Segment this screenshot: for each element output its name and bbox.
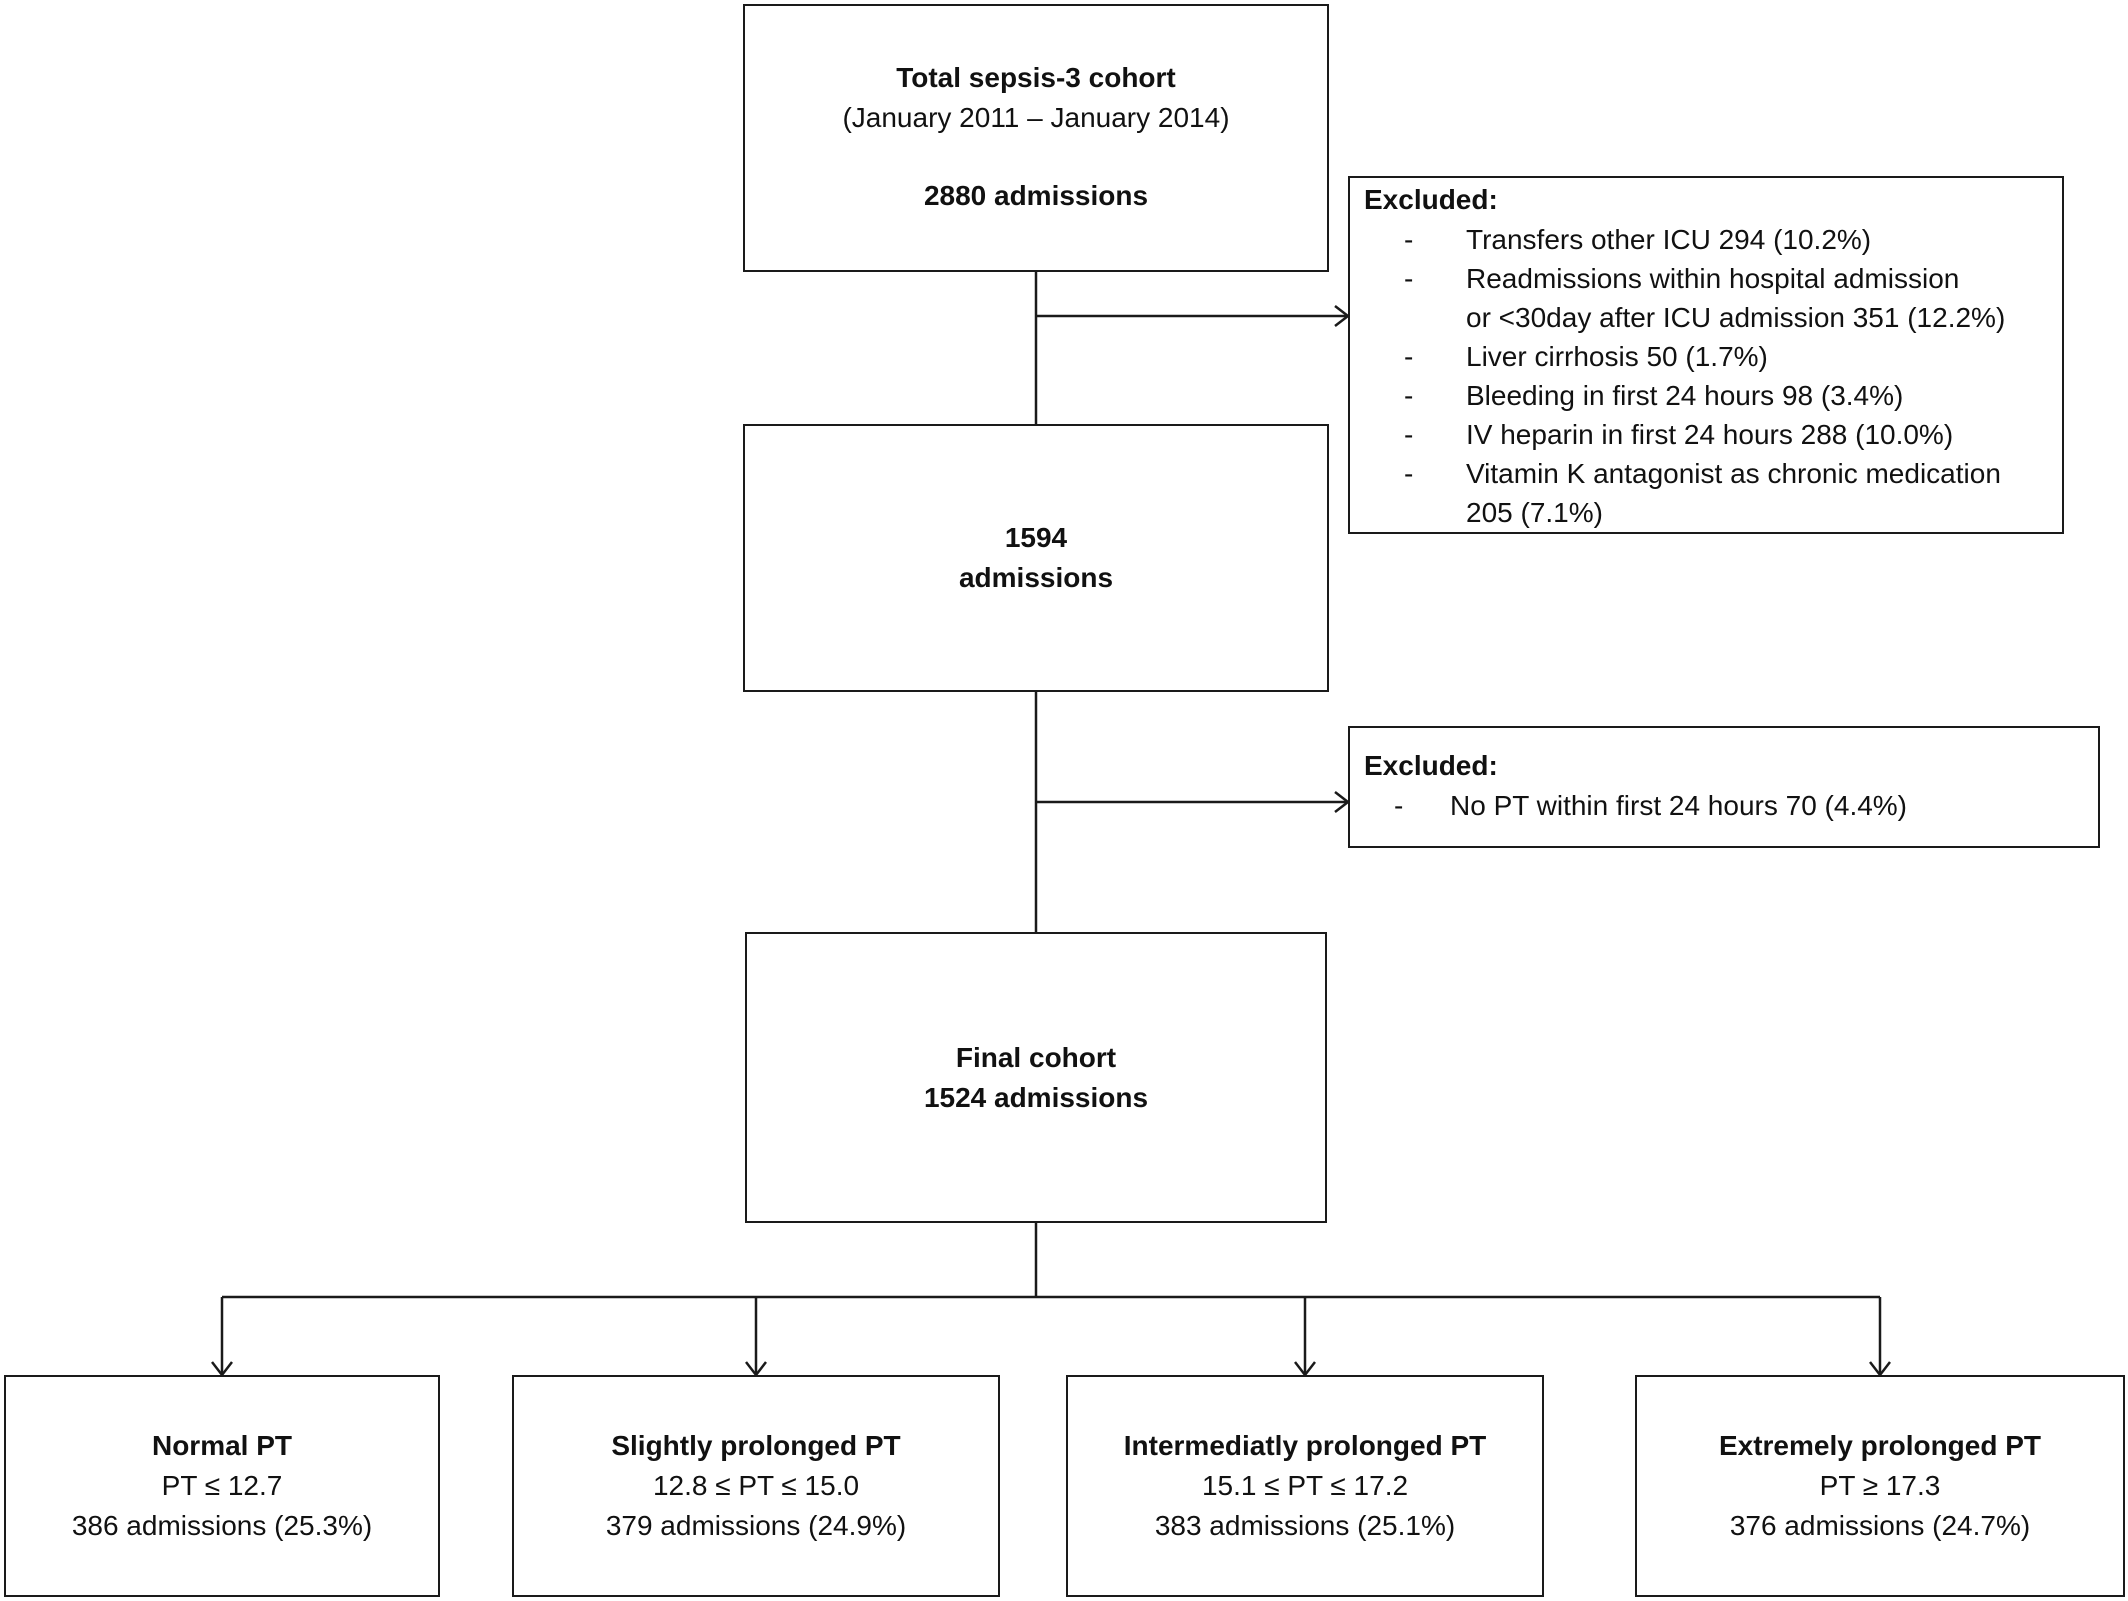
exclusion-2-title: Excluded: [1364,750,1498,781]
exclusion-1-item-text: IV heparin in first 24 hours 288 (10.0%) [1466,419,1954,450]
group-title: Intermediatly prolonged PT [1123,1430,1487,1461]
exclusion-1-item-text: Liver cirrhosis 50 (1.7%) [1466,341,1768,372]
group-count: 386 admissions (25.3%) [71,1510,373,1541]
list-bullet: - [1394,790,1404,821]
exclusion-1-item-text: Bleeding in first 24 hours 98 (3.4%) [1466,380,1904,411]
exclusion-1-item: - Readmissions within hospital admission [1364,259,2048,298]
exclusion-2-item-text: No PT within first 24 hours 70 (4.4%) [1450,790,1908,821]
exclusion-1-item-text: or <30day after ICU admission 351 (12.2%… [1466,302,2006,333]
group-range: PT ≤ 12.7 [161,1470,283,1501]
exclusion-1-item-text: Transfers other ICU 294 (10.2%) [1466,224,1872,255]
intermediate-cohort-count: 1594 [1004,522,1068,553]
list-bullet: - [1404,341,1414,372]
exclusion-1-title: Excluded: [1364,184,1498,215]
group-count: 379 admissions (24.9%) [605,1510,907,1541]
total-cohort-count: 2880 admissions [923,180,1149,211]
group-box-intermediately-prolonged: Intermediatly prolonged PT 15.1 ≤ PT ≤ 1… [1066,1375,1544,1597]
group-range: 15.1 ≤ PT ≤ 17.2 [1201,1470,1409,1501]
exclusion-1-item: 205 (7.1%) [1364,493,2048,532]
group-count: 383 admissions (25.1%) [1154,1510,1456,1541]
group-range: PT ≥ 17.3 [1819,1470,1941,1501]
list-bullet: - [1404,380,1414,411]
total-cohort-box: Total sepsis-3 cohort (January 2011 – Ja… [743,4,1329,272]
exclusion-1-item: or <30day after ICU admission 351 (12.2%… [1364,298,2048,337]
group-title: Normal PT [151,1430,293,1461]
exclusion-1-item: - Vitamin K antagonist as chronic medica… [1364,454,2048,493]
exclusion-1-item: - Transfers other ICU 294 (10.2%) [1364,220,2048,259]
exclusion-box-2: Excluded: - No PT within first 24 hours … [1348,726,2100,848]
group-box-normal: Normal PT PT ≤ 12.7 386 admissions (25.3… [4,1375,440,1597]
group-box-slightly-prolonged: Slightly prolonged PT 12.8 ≤ PT ≤ 15.0 3… [512,1375,1000,1597]
exclusion-box-1: Excluded: - Transfers other ICU 294 (10.… [1348,176,2064,534]
group-title: Extremely prolonged PT [1718,1430,2042,1461]
list-bullet: - [1404,458,1414,489]
exclusion-1-item-text: Vitamin K antagonist as chronic medicati… [1466,458,2001,489]
final-cohort-box: Final cohort 1524 admissions [745,932,1327,1223]
final-cohort-title: Final cohort [955,1041,1117,1073]
group-count: 376 admissions (24.7%) [1729,1510,2031,1541]
list-bullet: - [1404,224,1414,255]
list-bullet: - [1404,419,1414,450]
exclusion-1-item: - IV heparin in first 24 hours 288 (10.0… [1364,415,2048,454]
total-cohort-title: Total sepsis-3 cohort [896,62,1176,93]
intermediate-cohort-unit: admissions [958,562,1114,593]
exclusion-2-item: - No PT within first 24 hours 70 (4.4%) [1364,786,2084,825]
intermediate-cohort-box: 1594 admissions [743,424,1329,692]
exclusion-1-item: - Liver cirrhosis 50 (1.7%) [1364,337,2048,376]
exclusion-1-item-text: 205 (7.1%) [1466,497,1603,528]
exclusion-1-item-text: Readmissions within hospital admission [1466,263,1960,294]
exclusion-1-item: - Bleeding in first 24 hours 98 (3.4%) [1364,376,2048,415]
group-title: Slightly prolonged PT [611,1430,901,1461]
group-box-extremely-prolonged: Extremely prolonged PT PT ≥ 17.3 376 adm… [1635,1375,2125,1597]
final-cohort-count: 1524 admissions [923,1081,1149,1113]
group-range: 12.8 ≤ PT ≤ 15.0 [652,1470,860,1501]
list-bullet: - [1404,263,1414,294]
total-cohort-period: (January 2011 – January 2014) [842,102,1230,133]
